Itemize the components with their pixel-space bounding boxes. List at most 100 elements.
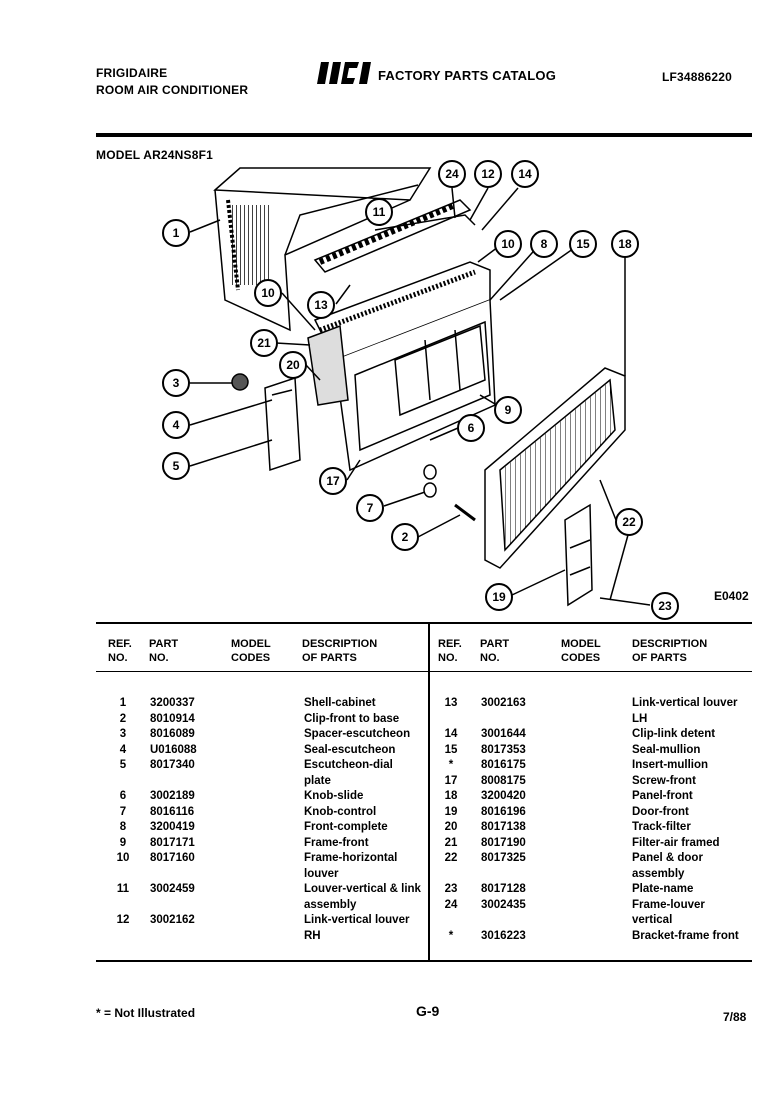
callout-12-label: 12	[481, 167, 495, 181]
right-row-part-no: 8017138	[481, 821, 526, 833]
left-row-description: Escutcheon-dial	[304, 759, 393, 771]
brand-line-2: ROOM AIR CONDITIONER	[96, 83, 249, 97]
right-row-part-no: 3002163	[481, 697, 526, 709]
left-row-description: Shell-cabinet	[304, 697, 376, 709]
left-row-part-no: 3002459	[150, 883, 195, 895]
right-row-part-no: 8017325	[481, 852, 526, 864]
right-row-description: assembly	[632, 867, 685, 880]
left-row-ref-no: 8	[119, 821, 127, 833]
right-row-description: Door-front	[632, 805, 689, 818]
callout-10-top: 10	[494, 230, 522, 258]
left-row-description: Seal-escutcheon	[304, 743, 396, 756]
left-row-ref-no: 6	[119, 790, 127, 802]
left-row-description: Frame-horizontal	[304, 852, 398, 864]
right-row-ref-no: 20	[444, 821, 458, 833]
left-row-part-no: 3200337	[150, 697, 195, 709]
right-row-part-no: 8016175	[481, 759, 526, 771]
callout-6: 6	[457, 414, 485, 442]
left-row-ref-no: 7	[119, 805, 127, 818]
callout-9: 9	[494, 396, 522, 424]
callout-18: 18	[611, 230, 639, 258]
page-number: G-9	[416, 1003, 440, 1019]
exploded-parts-diagram: 1 24 12 14 11 10 8 15 18 10 13 21 20 3 4…	[162, 160, 679, 620]
right-row-ref-no: 22	[444, 852, 458, 864]
callout-4: 4	[162, 411, 190, 439]
left-row-description: Spacer-escutcheon	[304, 728, 411, 740]
right-row-ref-no: 21	[444, 836, 458, 849]
desc-header-line1-right: DESCRIPTION	[632, 638, 708, 650]
header-underline	[96, 671, 752, 672]
right-row-description: Track-filter	[632, 821, 691, 833]
right-row-description: Plate-name	[632, 883, 694, 895]
right-row-ref-no: 19	[444, 805, 458, 818]
callout-4-label: 4	[173, 418, 180, 432]
left-row-ref-no: 9	[119, 836, 127, 849]
table-top-rule	[96, 622, 752, 624]
callout-3-label: 3	[173, 376, 180, 390]
callout-24-label: 24	[445, 167, 459, 181]
right-row-description: Panel & door	[632, 852, 703, 864]
callout-22-label: 22	[622, 515, 636, 529]
callout-1: 1	[162, 219, 190, 247]
callout-2: 2	[391, 523, 419, 551]
callout-15-label: 15	[576, 237, 590, 251]
callout-23: 23	[651, 592, 679, 620]
left-row-ref-no: 3	[119, 728, 127, 740]
right-row-part-no: 3016223	[481, 929, 526, 942]
right-row-part-no: 8017353	[481, 743, 526, 756]
ref-header-line1: REF.	[108, 638, 132, 650]
callout-10-top-label: 10	[501, 237, 515, 251]
right-row-description: Screw-front	[632, 774, 696, 787]
left-row-description: Frame-front	[304, 836, 369, 849]
left-row-part-no: 3002189	[150, 790, 195, 802]
right-header-ref: REF.NO.	[438, 637, 462, 665]
callout-18-label: 18	[618, 237, 632, 251]
callout-21: 21	[250, 329, 278, 357]
left-row-ref-no: 1	[119, 697, 127, 709]
left-row-ref-no: 10	[116, 852, 130, 864]
part-header-line2-right: NO.	[480, 652, 500, 664]
left-row-description: Knob-slide	[304, 790, 364, 802]
right-row-part-no: 3002435	[481, 898, 526, 911]
right-row-description: vertical	[632, 914, 673, 926]
right-row-description: Insert-mullion	[632, 759, 709, 771]
left-row-ref-no: 2	[119, 712, 127, 725]
model-header-line2-right: CODES	[561, 652, 601, 664]
callout-5-label: 5	[173, 459, 180, 473]
callout-11: 11	[365, 198, 393, 226]
header-rule	[96, 133, 752, 137]
callout-7-label: 7	[367, 501, 374, 515]
desc-header-line2-right: OF PARTS	[632, 652, 687, 664]
callout-9-label: 9	[505, 403, 512, 417]
model-header-line2: CODES	[231, 652, 271, 664]
desc-header-line1: DESCRIPTION	[302, 638, 378, 650]
left-row-description: Front-complete	[304, 821, 388, 833]
right-row-part-no: 8016196	[481, 805, 526, 818]
callout-17: 17	[319, 467, 347, 495]
callout-14-label: 14	[518, 167, 532, 181]
right-row-ref-no: *	[448, 929, 454, 942]
ref-header-line2: NO.	[108, 652, 128, 664]
callout-10-left: 10	[254, 279, 282, 307]
callout-7: 7	[356, 494, 384, 522]
callout-15: 15	[569, 230, 597, 258]
right-header-desc: DESCRIPTION OF PARTS	[632, 637, 707, 665]
left-row-part-no: 8017171	[150, 836, 195, 849]
right-row-ref-no: 24	[444, 898, 458, 911]
wci-logo-icon	[317, 62, 371, 84]
callout-6-label: 6	[468, 421, 475, 435]
left-row-description: plate	[304, 774, 331, 787]
left-row-description: Knob-control	[304, 805, 377, 818]
left-row-ref-no: 5	[119, 759, 127, 771]
right-row-description: Frame-louver	[632, 898, 705, 911]
revision-date: 7/88	[723, 1010, 747, 1024]
left-row-part-no: 8017160	[150, 852, 195, 864]
callout-23-label: 23	[658, 599, 672, 613]
part-header-line1-right: PART	[480, 638, 510, 650]
left-row-part-no: 3002162	[150, 914, 195, 926]
right-row-ref-no: 17	[444, 774, 458, 787]
model-header-line1: MODEL	[231, 638, 271, 650]
left-row-part-no: 3200419	[150, 821, 195, 833]
